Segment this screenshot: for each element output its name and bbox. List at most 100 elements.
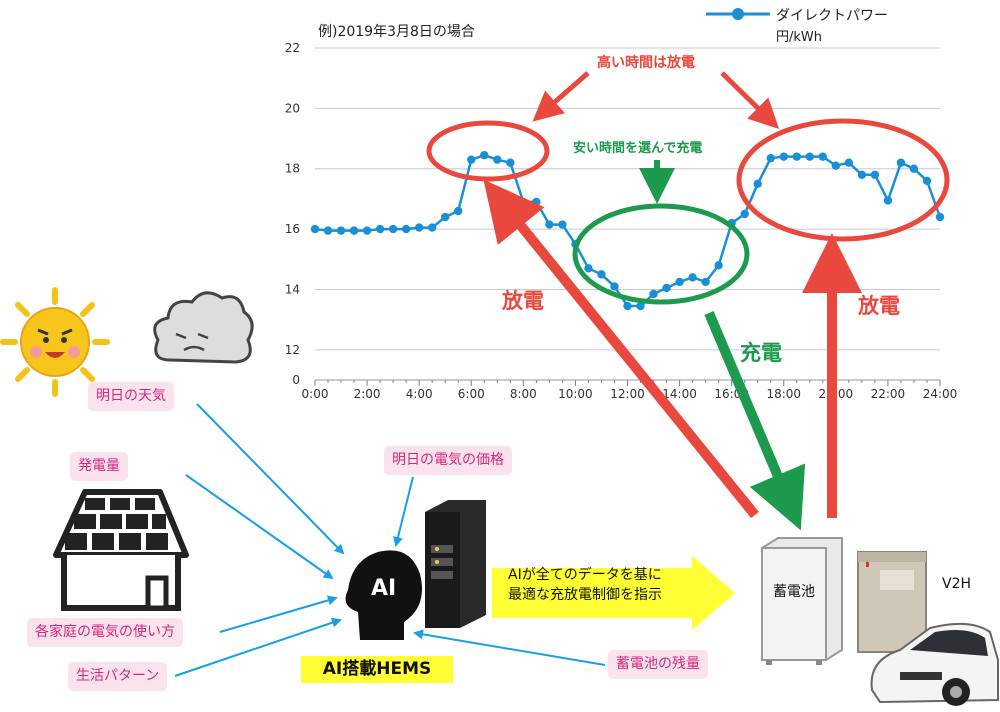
x-tick-label: 24:00 — [923, 387, 958, 401]
data-point — [310, 224, 320, 234]
data-point — [375, 224, 385, 234]
series-direct-power — [310, 150, 945, 311]
data-point — [388, 224, 398, 234]
data-point — [636, 301, 645, 311]
data-point — [883, 196, 893, 205]
arrow-pattern-to-ai — [174, 617, 342, 677]
x-tick-label: 22:00 — [871, 387, 906, 401]
x-tick-label: 18:00 — [766, 387, 801, 401]
y-tick-label: 22 — [285, 41, 300, 55]
legend-unit: 円/kWh — [776, 30, 822, 45]
data-point — [610, 282, 619, 291]
house-solar-icon — [53, 489, 189, 611]
arrow-generation-to-ai — [185, 474, 334, 580]
x-tick-label: 10:00 — [558, 387, 593, 401]
data-point — [766, 153, 775, 163]
data-point — [701, 277, 710, 287]
data-point — [935, 212, 945, 222]
data-point — [558, 220, 567, 229]
data-point — [870, 170, 880, 179]
data-point — [662, 283, 671, 293]
data-point — [818, 152, 828, 161]
discharge-ellipse-left — [426, 120, 550, 182]
instruction-banner-arrow — [492, 556, 735, 630]
v2h-label: V2H — [942, 576, 972, 592]
input-generation: 発電量 — [70, 452, 128, 481]
label-charge: 充電 — [740, 341, 782, 365]
data-point — [896, 158, 906, 167]
input-life-pattern: 生活パターン — [68, 662, 168, 691]
data-point — [362, 226, 372, 235]
annotation-charge-low: 安い時間を選んで充電 — [573, 140, 702, 156]
input-electricity-price: 明日の電気の価格 — [384, 446, 512, 475]
legend-marker — [732, 8, 744, 20]
data-point — [792, 152, 801, 161]
battery-label: 蓄電池 — [773, 584, 815, 600]
data-point — [779, 152, 788, 161]
arrow-usage-to-ai — [219, 595, 338, 633]
charge-ellipse — [572, 203, 750, 305]
data-point — [753, 179, 762, 189]
data-point — [323, 226, 333, 235]
data-point — [480, 150, 489, 160]
x-tick-label: 8:00 — [510, 387, 537, 401]
cloud-icon — [153, 291, 254, 364]
banner-line-1: AIが全てのデータを基に — [508, 567, 662, 583]
y-tick-label: 20 — [285, 101, 300, 115]
annotation-discharge-high: 高い時間は放電 — [597, 54, 695, 71]
y-tick-label: 0 — [292, 373, 300, 387]
arrow-price-to-ai — [393, 476, 414, 547]
input-arrows — [174, 403, 606, 677]
x-tick-label: 6:00 — [458, 387, 485, 401]
data-point — [857, 170, 867, 179]
data-point — [805, 152, 814, 161]
data-point — [597, 270, 606, 279]
chart-title: 例)2019年3月8日の場合 — [318, 24, 475, 40]
data-point — [922, 176, 932, 185]
data-point — [427, 223, 437, 232]
x-tick-label: 14:00 — [662, 387, 697, 401]
data-point — [349, 226, 359, 235]
data-point — [740, 209, 749, 219]
input-battery-remaining: 蓄電池の残量 — [608, 650, 708, 679]
data-point — [454, 206, 463, 216]
v2h-unit-icon — [857, 551, 927, 653]
data-point — [844, 158, 854, 167]
label-discharge-left: 放電 — [501, 289, 544, 313]
y-tick-label: 18 — [285, 162, 300, 176]
data-point — [336, 226, 346, 235]
data-point — [414, 223, 424, 232]
data-point — [623, 301, 632, 311]
arrow-battery-to-ai — [413, 629, 606, 666]
ev-car-icon — [870, 622, 999, 706]
data-point — [714, 261, 723, 270]
input-weather: 明日の天気 — [88, 382, 174, 411]
arrow-weather-to-ai — [196, 403, 345, 555]
ai-badge-text: AI — [371, 576, 396, 601]
data-point — [831, 161, 841, 170]
data-point — [532, 197, 541, 207]
sun-icon — [0, 287, 110, 397]
arrow-to-right-discharge — [720, 71, 780, 129]
y-tick-label: 16 — [285, 222, 300, 236]
data-point — [688, 273, 697, 282]
flow-arrow-discharge-left — [483, 179, 759, 519]
data-point — [909, 164, 919, 173]
data-point — [584, 264, 593, 273]
server-icon — [425, 500, 486, 628]
data-point — [506, 158, 515, 167]
ai-hems-label: AI搭載HEMS — [301, 656, 453, 683]
discharge-ellipse-right — [736, 118, 950, 242]
data-point — [545, 220, 554, 229]
arrow-to-left-discharge — [532, 71, 590, 122]
ai-head-icon: AI — [345, 550, 422, 640]
data-point — [401, 224, 411, 234]
battery-cabinet-icon — [761, 537, 843, 665]
x-tick-label: 4:00 — [406, 387, 433, 401]
flow-arrow-charge — [704, 311, 806, 531]
legend-series-name: ダイレクトパワー — [776, 8, 888, 24]
x-tick-label: 12:00 — [610, 387, 645, 401]
